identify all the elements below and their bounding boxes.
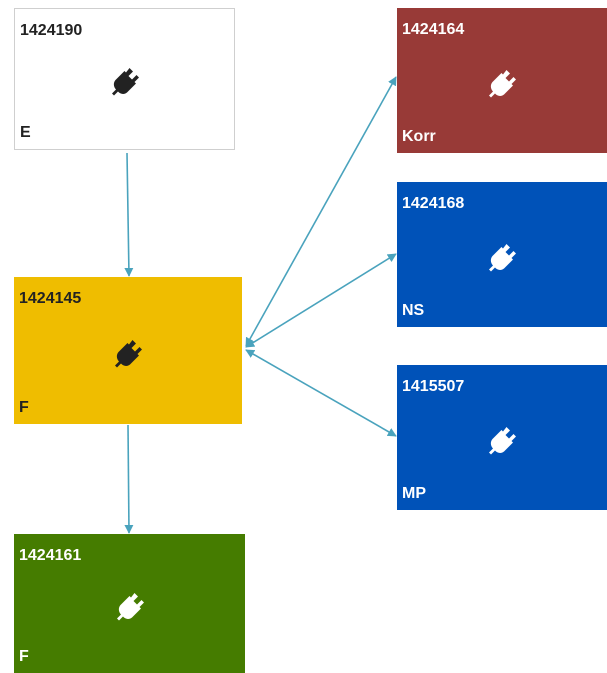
node-1424145[interactable]: 1424145 F: [14, 277, 242, 424]
node-code-label: E: [20, 124, 31, 141]
plug-icon: [115, 339, 142, 367]
edge-1424145-to-1415507: [245, 349, 397, 437]
plug-icon: [116, 592, 144, 620]
node-id-label: 1415507: [402, 378, 465, 395]
node-id-label: 1424164: [402, 21, 465, 38]
node-1424164[interactable]: 1424164 Korr: [397, 8, 607, 153]
node-code-label: F: [19, 399, 29, 416]
node-code-label: F: [19, 648, 29, 665]
node-code-label: MP: [402, 485, 426, 502]
node-1424168[interactable]: 1424168 NS: [397, 182, 607, 327]
node-id-label: 1424145: [19, 290, 82, 307]
node-code-label: NS: [402, 302, 425, 319]
node-1424190[interactable]: 1424190 E: [14, 8, 235, 150]
node-1424161[interactable]: 1424161 F: [14, 534, 245, 673]
node-1415507[interactable]: 1415507 MP: [397, 365, 607, 510]
plug-icon: [489, 426, 516, 454]
node-id-label: 1424168: [402, 195, 465, 212]
node-id-label: 1424190: [20, 22, 83, 39]
edge-1424145-to-1424164: [245, 76, 397, 347]
edge-1424145-to-1424168: [245, 253, 397, 348]
plug-icon: [111, 68, 139, 96]
edge-1424190-to-1424145: [124, 152, 134, 277]
node-code-label: Korr: [402, 128, 436, 145]
node-id-label: 1424161: [19, 547, 82, 564]
plug-icon: [489, 243, 516, 271]
edge-1424145-to-1424161: [124, 424, 134, 534]
plug-icon: [489, 69, 516, 97]
